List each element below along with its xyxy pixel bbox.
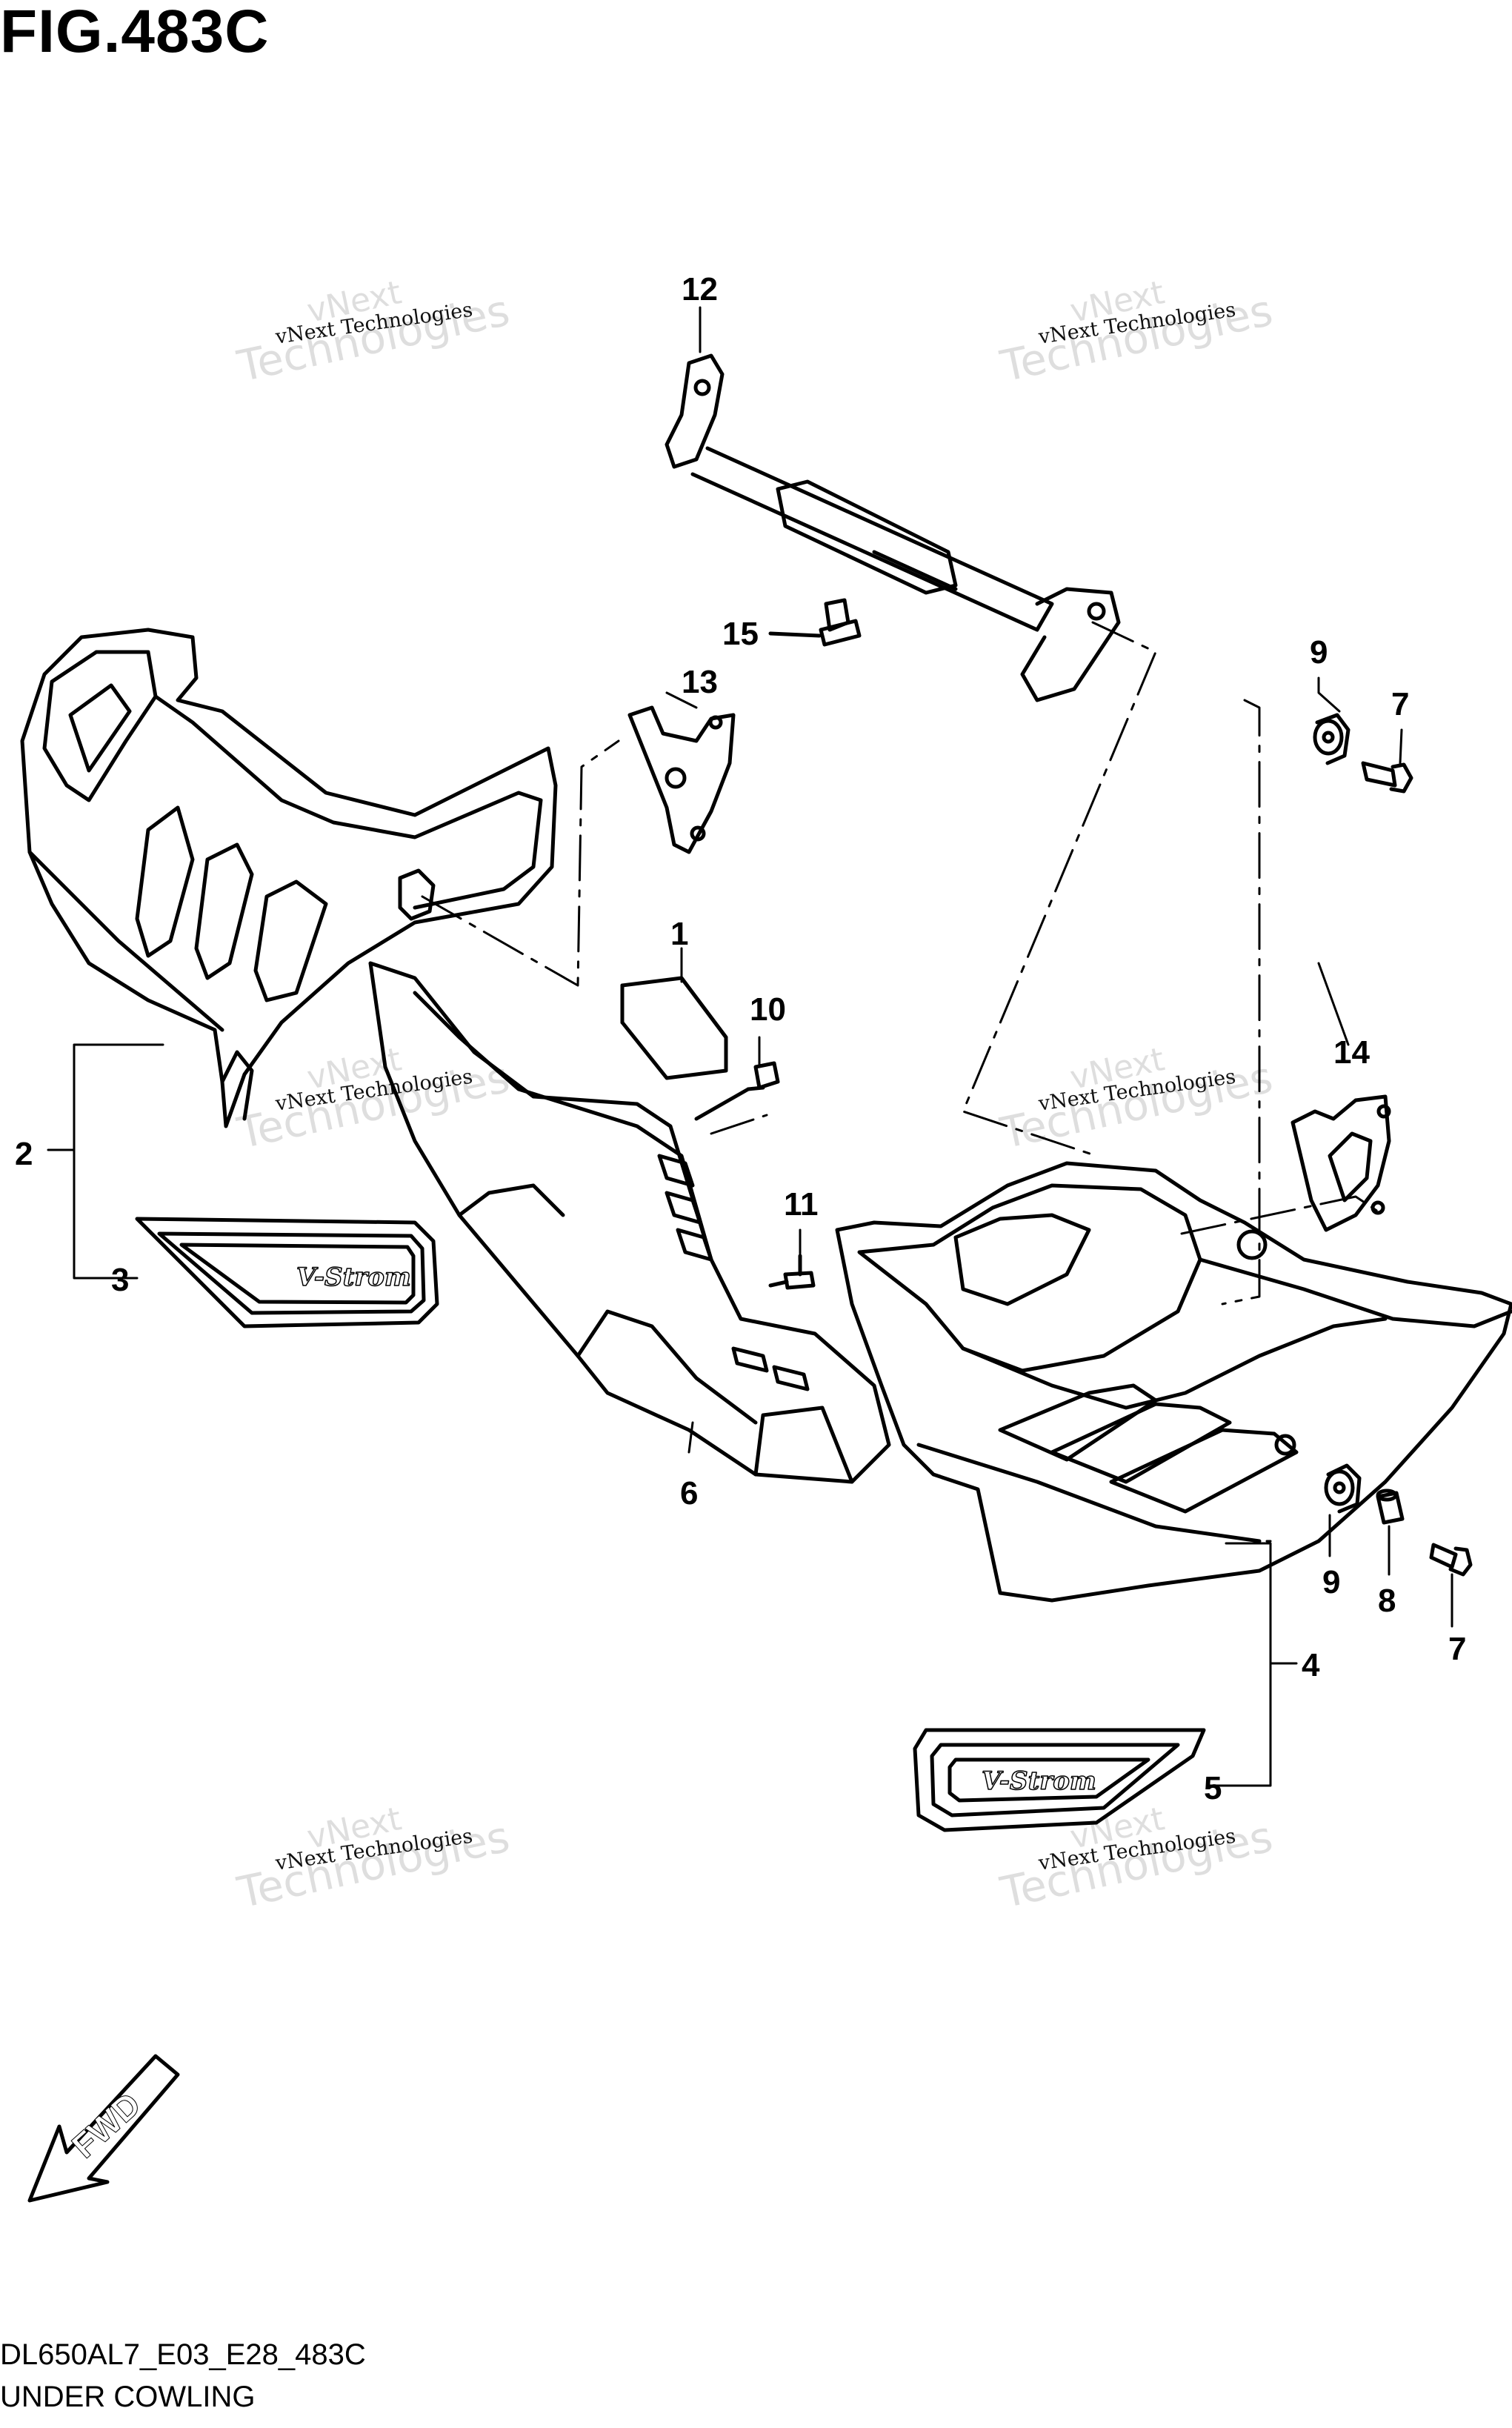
callout-2: 2: [15, 1136, 33, 1172]
bracket-part-13: [627, 705, 736, 854]
lower-center-cover-part-6: [368, 961, 891, 1484]
alignment-lines: [421, 621, 1379, 1306]
callout-numbers: 12 15 13 1 10 11 2 3 6 9 7 14 9 8 7 4 5: [15, 271, 1466, 1806]
grommet-part-9-lower: [1324, 1463, 1362, 1514]
bolt-part-7-lower: [1429, 1543, 1473, 1577]
callout-4: 4: [1302, 1647, 1320, 1683]
right-emblem-part-5: V-Strom: [913, 1728, 1206, 1832]
grommet-part-9-upper: [1313, 713, 1351, 765]
callout-1: 1: [670, 916, 688, 952]
callout-6: 6: [680, 1475, 698, 1511]
bolt-part-15: [768, 598, 862, 647]
bracket-part-14: [1290, 1094, 1391, 1232]
figure-title: FIG.483C: [0, 0, 270, 65]
callout-11: 11: [784, 1186, 819, 1223]
screw-part-11: [768, 1254, 816, 1290]
callout-14: 14: [1333, 1034, 1370, 1071]
pad-part-1: [620, 976, 728, 1080]
bolt-part-7-upper: [1361, 761, 1413, 794]
forward-direction-arrow: FWD: [27, 2054, 180, 2203]
callout-12: 12: [682, 271, 718, 307]
emblem-text: V-Strom: [982, 1766, 1096, 1796]
leader-lines: [47, 306, 1453, 1787]
bracket-bar-part-12: [665, 353, 1121, 702]
left-under-cowling-part-2: [20, 628, 558, 1128]
callout-5: 5: [1204, 1770, 1222, 1806]
callout-10: 10: [750, 991, 786, 1028]
model-code: DL650AL7_E03_E28_483C: [0, 2338, 366, 2371]
callout-3: 3: [111, 1262, 129, 1298]
callout-15: 15: [722, 616, 759, 652]
callout-9: 9: [1322, 1564, 1340, 1600]
collar-part-8: [1376, 1489, 1405, 1525]
callout-9: 9: [1310, 634, 1328, 671]
callout-8: 8: [1378, 1583, 1396, 1619]
screw-part-10: [694, 1061, 780, 1121]
callout-13: 13: [682, 664, 718, 700]
callout-7: 7: [1448, 1631, 1466, 1667]
emblem-text: V-Strom: [296, 1263, 411, 1292]
callout-7: 7: [1391, 686, 1409, 722]
left-emblem-part-3: V-Strom: [135, 1217, 439, 1328]
right-under-cowling-part-4: [835, 1161, 1512, 1603]
figure-name: UNDER COWLING: [0, 2381, 256, 2413]
